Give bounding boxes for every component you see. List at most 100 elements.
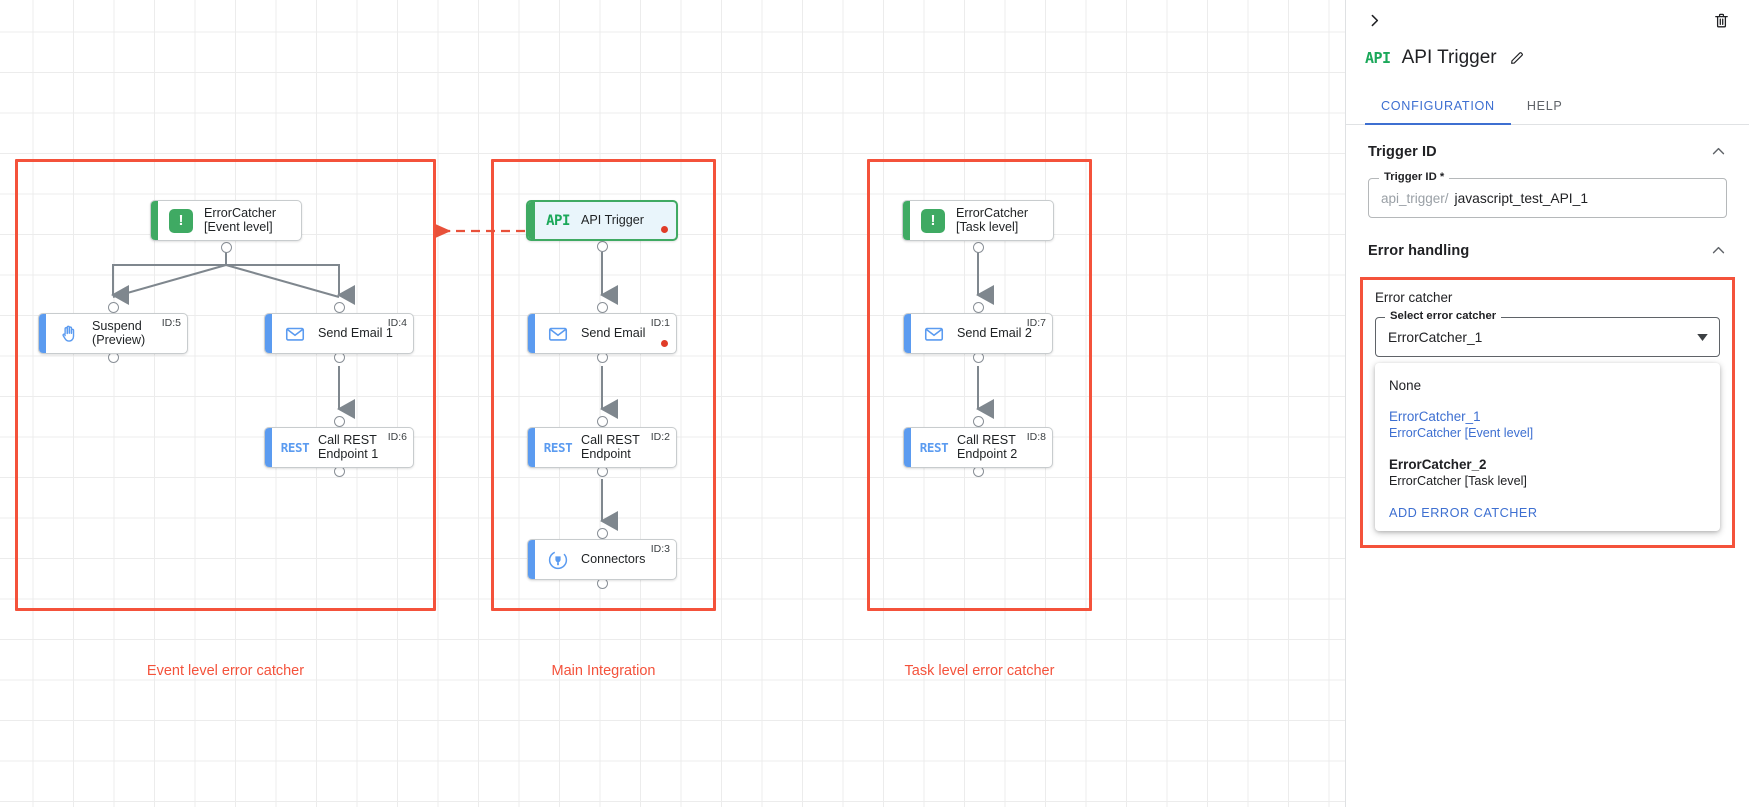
node-connectors[interactable]: Connectors ID:3 [527, 539, 677, 580]
node-id-tag: ID:2 [650, 431, 670, 443]
port[interactable] [221, 242, 232, 253]
node-send-email-2[interactable]: Send Email 2 ID:7 [903, 313, 1053, 354]
envelope-icon [281, 320, 309, 348]
menu-item-secondary: ErrorCatcher [Event level] [1389, 426, 1534, 440]
node-label: API Trigger [581, 212, 644, 227]
menu-item-primary: ErrorCatcher_1 [1389, 409, 1481, 424]
tab-configuration[interactable]: CONFIGURATION [1365, 90, 1511, 125]
node-call-rest-endpoint-1[interactable]: REST Call REST Endpoint 1 ID:6 [264, 427, 414, 468]
section-header-trigger-id[interactable]: Trigger ID [1346, 125, 1749, 170]
node-id-tag: ID:5 [161, 317, 181, 329]
port[interactable] [108, 302, 119, 313]
node-api-trigger[interactable]: API API Trigger [526, 200, 678, 241]
rest-icon: REST [280, 440, 310, 455]
trigger-id-input[interactable]: Trigger ID * api_trigger/ javascript_tes… [1368, 171, 1727, 218]
node-label: Call REST Endpoint 1 [318, 433, 379, 461]
api-icon: API [546, 212, 570, 229]
workflow-canvas[interactable]: Event level error catcher Main Integrati… [0, 0, 1345, 807]
menu-item-primary: None [1389, 378, 1422, 393]
collapse-panel-button[interactable] [1362, 8, 1386, 32]
group-label-main-integration: Main Integration [551, 663, 656, 679]
node-accent-bar [528, 202, 535, 239]
section-title: Error handling [1368, 242, 1470, 259]
node-id-tag: ID:8 [1026, 431, 1046, 443]
port[interactable] [597, 416, 608, 427]
edit-icon[interactable] [1509, 50, 1525, 66]
node-label: Send Email 2 [957, 325, 1032, 340]
chevron-up-icon[interactable] [1710, 143, 1727, 160]
select-error-catcher-dropdown[interactable]: Select error catcher ErrorCatcher_1 [1375, 310, 1720, 357]
menu-item-none[interactable]: None [1375, 370, 1720, 401]
group-box-event-level [15, 159, 436, 611]
node-errorcatcher-task-level[interactable]: ! ErrorCatcher [Task level] [902, 200, 1054, 241]
node-id-tag: ID:3 [650, 543, 670, 555]
node-accent-bar [265, 314, 272, 353]
envelope-icon [920, 320, 948, 348]
port[interactable] [597, 528, 608, 539]
node-suspend-preview[interactable]: Suspend (Preview) ID:5 [38, 313, 188, 354]
node-accent-bar [265, 428, 272, 467]
node-accent-bar [528, 314, 535, 353]
node-accent-bar [528, 540, 535, 579]
menu-item-secondary: ErrorCatcher [Task level] [1389, 474, 1527, 488]
node-id-tag: ID:7 [1026, 317, 1046, 329]
node-label: Call REST Endpoint 2 [957, 433, 1018, 461]
page-title: API Trigger [1401, 47, 1497, 68]
panel-title-row: API API Trigger [1346, 40, 1749, 76]
add-error-catcher-button[interactable]: ADD ERROR CATCHER [1389, 506, 1538, 520]
node-label: Send Email [581, 325, 646, 340]
hand-icon [55, 320, 83, 348]
port[interactable] [334, 302, 345, 313]
node-accent-bar [904, 428, 911, 467]
port[interactable] [973, 302, 984, 313]
rest-icon: REST [543, 440, 573, 455]
node-accent-bar [904, 314, 911, 353]
node-send-email[interactable]: Send Email ID:1 [527, 313, 677, 354]
trigger-id-value: javascript_test_API_1 [1454, 190, 1588, 206]
node-error-indicator [661, 340, 668, 347]
delete-icon[interactable] [1709, 8, 1733, 32]
node-id-tag: ID:4 [387, 317, 407, 329]
port[interactable] [973, 416, 984, 427]
port[interactable] [334, 416, 345, 427]
menu-item-errorcatcher-1[interactable]: ErrorCatcher_1 ErrorCatcher [Event level… [1375, 401, 1720, 449]
node-id-tag: ID:1 [650, 317, 670, 329]
group-box-main-integration [491, 159, 716, 611]
select-error-catcher-value: ErrorCatcher_1 [1388, 329, 1483, 345]
panel-topbar [1346, 0, 1749, 40]
chevron-down-icon[interactable] [1697, 328, 1708, 346]
port[interactable] [973, 242, 984, 253]
node-label: ErrorCatcher [Event level] [204, 206, 277, 234]
node-error-indicator [661, 226, 668, 233]
node-errorcatcher-event-level[interactable]: ! ErrorCatcher [Event level] [150, 200, 302, 241]
node-label: Call REST Endpoint [581, 433, 640, 461]
node-label: Suspend (Preview) [92, 319, 146, 347]
port[interactable] [597, 241, 608, 252]
group-box-task-level [867, 159, 1092, 611]
error-catcher-icon: ! [167, 207, 195, 235]
menu-item-errorcatcher-2[interactable]: ErrorCatcher_2 ErrorCatcher [Task level] [1375, 449, 1720, 497]
node-accent-bar [151, 201, 158, 240]
node-accent-bar [903, 201, 910, 240]
group-label-event-level: Event level error catcher [146, 663, 305, 679]
api-icon: API [1365, 49, 1391, 67]
node-send-email-1[interactable]: Send Email 1 ID:4 [264, 313, 414, 354]
node-call-rest-endpoint[interactable]: REST Call REST Endpoint ID:2 [527, 427, 677, 468]
node-call-rest-endpoint-2[interactable]: REST Call REST Endpoint 2 ID:8 [903, 427, 1053, 468]
error-catcher-options-menu: None ErrorCatcher_1 ErrorCatcher [Event … [1375, 363, 1720, 531]
select-error-catcher-label: Select error catcher [1385, 310, 1502, 322]
side-panel: API API Trigger CONFIGURATION HELP Trigg… [1345, 0, 1749, 807]
node-id-tag: ID:6 [387, 431, 407, 443]
tab-help[interactable]: HELP [1526, 99, 1563, 113]
group-label-task-level: Task level error catcher [904, 663, 1055, 679]
node-label: Connectors [581, 551, 646, 566]
chevron-up-icon[interactable] [1710, 242, 1727, 259]
error-catcher-highlight-box: Error catcher Select error catcher Error… [1360, 277, 1735, 548]
trigger-id-label: Trigger ID * [1379, 171, 1450, 183]
section-header-error-handling[interactable]: Error handling [1346, 218, 1749, 269]
trigger-id-prefix: api_trigger/ [1381, 190, 1449, 206]
port[interactable] [597, 302, 608, 313]
node-label: ErrorCatcher [Task level] [956, 206, 1029, 234]
node-label: Send Email 1 [318, 325, 393, 340]
error-catcher-icon: ! [919, 207, 947, 235]
